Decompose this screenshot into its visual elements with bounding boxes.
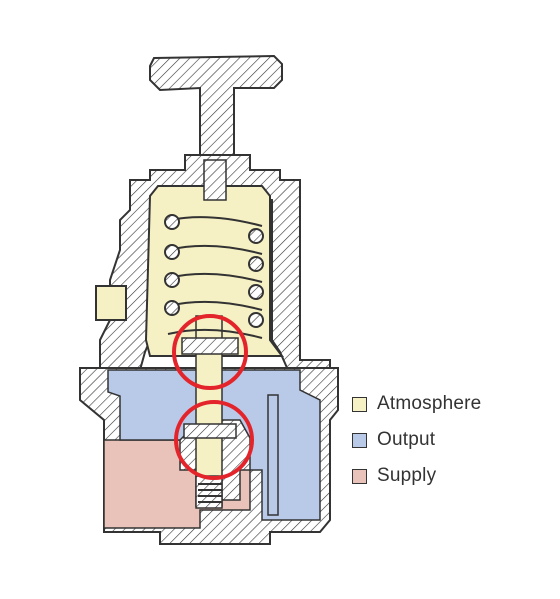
legend: Atmosphere Output Supply — [352, 392, 542, 500]
legend-label-atmosphere: Atmosphere — [377, 393, 482, 414]
poppet-valve-icon — [181, 337, 239, 509]
legend-item-atmosphere: Atmosphere — [352, 392, 542, 416]
legend-label-output: Output — [377, 429, 436, 450]
legend-item-output: Output — [352, 428, 542, 452]
atmosphere-swatch — [352, 396, 367, 412]
legend-label-supply: Supply — [377, 465, 437, 486]
legend-item-supply: Supply — [352, 464, 542, 488]
output-swatch — [352, 432, 367, 448]
red-circle-highlight-icon — [172, 314, 254, 480]
coil-spring-icon — [164, 214, 264, 339]
supply-swatch — [352, 468, 367, 484]
